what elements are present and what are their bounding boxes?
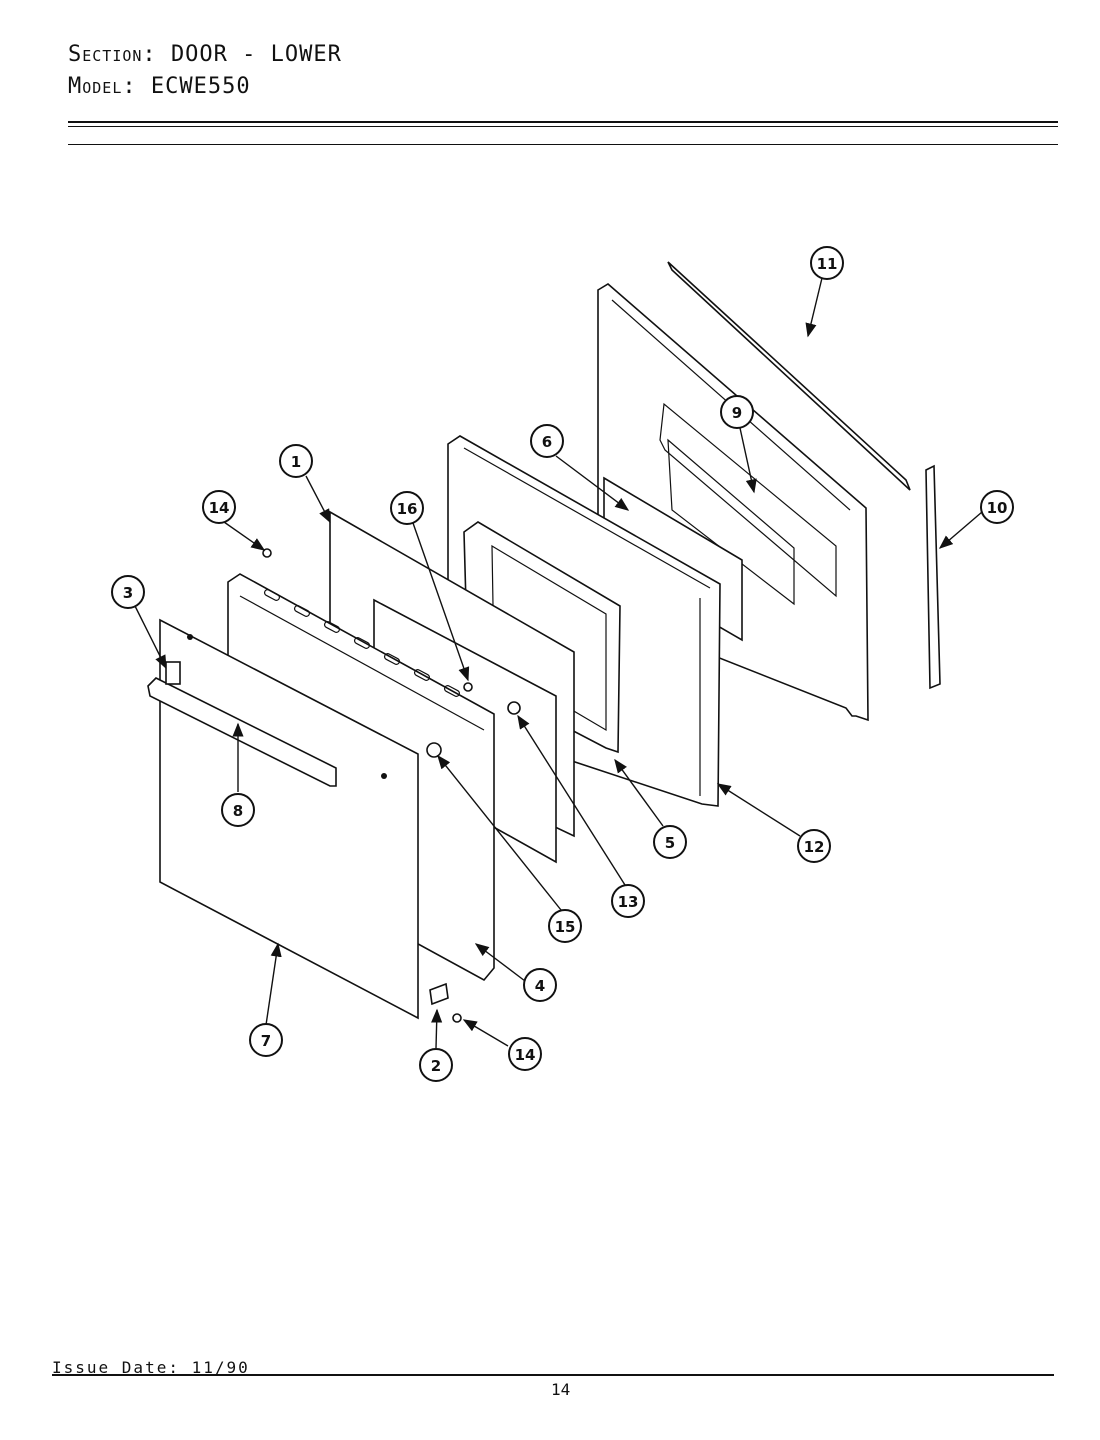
callout-11: 11 (810, 246, 844, 280)
footer-rule (52, 1374, 1054, 1376)
part-10-side-trim (925, 464, 941, 690)
model-label: Model: (68, 74, 137, 99)
svg-text:1: 1 (291, 453, 301, 471)
callout-7: 7 (249, 1023, 283, 1057)
svg-text:5: 5 (665, 834, 675, 852)
svg-text:14: 14 (209, 499, 230, 517)
svg-text:15: 15 (555, 918, 576, 936)
svg-text:3: 3 (123, 584, 133, 602)
header-rule-top (68, 121, 1058, 123)
part-2-hinge (429, 982, 449, 1006)
section-value: DOOR - LOWER (170, 42, 342, 67)
callout-4: 4 (523, 968, 557, 1002)
header-rule-bottom (68, 144, 1058, 145)
callout-8: 8 (221, 793, 255, 827)
svg-text:16: 16 (397, 500, 418, 518)
part-3-handle-bracket (165, 661, 181, 685)
svg-text:12: 12 (804, 838, 825, 856)
svg-text:11: 11 (817, 255, 838, 273)
svg-text:10: 10 (987, 499, 1008, 517)
callout-14-top: 14 (202, 490, 236, 524)
part-16-screw (463, 682, 473, 692)
callout-5: 5 (653, 825, 687, 859)
callout-15: 15 (548, 909, 582, 943)
leader-lines (133, 277, 983, 1049)
svg-text:7: 7 (261, 1032, 271, 1050)
svg-text:9: 9 (732, 404, 742, 422)
part-13-screw (507, 701, 521, 715)
svg-text:8: 8 (233, 802, 243, 820)
callout-2: 2 (419, 1048, 453, 1082)
svg-text:6: 6 (542, 433, 552, 451)
callout-9: 9 (720, 395, 754, 429)
model-line: Model: ECWE550 (68, 74, 251, 99)
callout-10: 10 (980, 490, 1014, 524)
callout-12: 12 (797, 829, 831, 863)
section-label: Section: (68, 42, 157, 67)
callout-6: 6 (530, 424, 564, 458)
part-11-top-trim (667, 261, 911, 491)
svg-text:4: 4 (535, 977, 545, 995)
issue-date: Issue Date: 11/90 (52, 1358, 250, 1377)
part-15-grommet (426, 742, 442, 758)
model-value: ECWE550 (150, 74, 251, 99)
callout-1: 1 (279, 444, 313, 478)
page-number: 14 (551, 1380, 571, 1399)
part-14-screw-top (262, 548, 272, 558)
callout-13: 13 (611, 884, 645, 918)
callout-14-bottom: 14 (508, 1037, 542, 1071)
svg-text:13: 13 (618, 893, 639, 911)
callout-3: 3 (111, 575, 145, 609)
svg-text:2: 2 (431, 1057, 441, 1075)
callout-16: 16 (390, 491, 424, 525)
svg-text:14: 14 (515, 1046, 536, 1064)
part-14-screw-bottom (452, 1013, 462, 1023)
header-rule-middle (68, 126, 1058, 127)
section-line: Section: DOOR - LOWER (68, 42, 342, 67)
